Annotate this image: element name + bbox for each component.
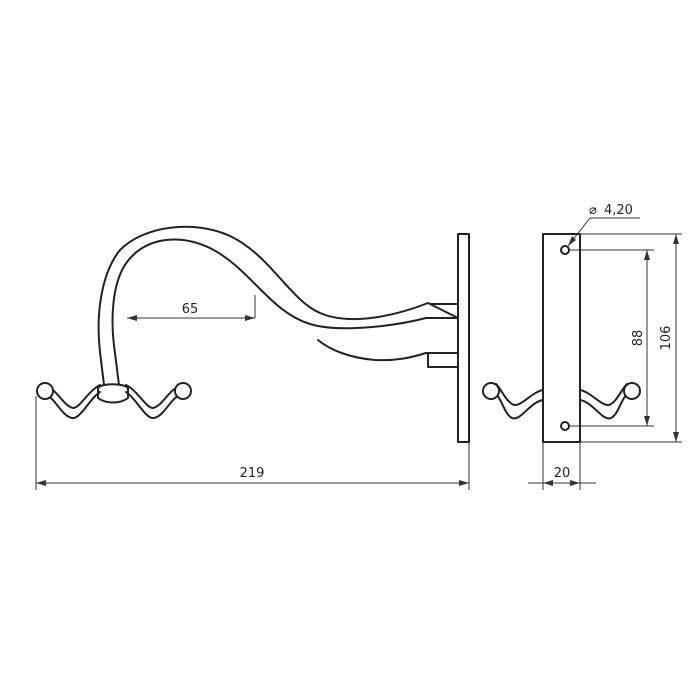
right-tine-inner: [125, 384, 177, 409]
dia-symbol: ⌀: [589, 203, 597, 218]
dim-88-arrow-top: [644, 250, 650, 260]
left-tine: [47, 391, 101, 420]
left-tine-inner: [49, 384, 101, 409]
front-left-tine: [493, 391, 544, 420]
front-right-tine: [579, 391, 630, 420]
dim-219-arrow-left: [36, 480, 46, 486]
dim-88-label: 88: [631, 330, 646, 347]
dim-106-label: 106: [659, 326, 674, 351]
dim-20-arrow-left: [543, 480, 553, 486]
hook-base: [97, 383, 129, 404]
front-wall-plate: [542, 233, 581, 443]
lower-boss: [427, 352, 459, 368]
front-view: ⌀ 4,20 88 106 20: [482, 203, 682, 490]
right-tine-ball: [174, 382, 192, 400]
front-right-tine-inner: [579, 383, 628, 406]
dim-219-label: 219: [240, 466, 265, 481]
dim-106-arrow-bottom: [673, 432, 679, 442]
hook-arm: [97, 225, 459, 386]
dim-106-arrow-top: [673, 234, 679, 244]
dim-20-label: 20: [554, 466, 571, 481]
lower-screw-hole: [560, 421, 570, 431]
side-view: 65 219: [35, 225, 470, 490]
front-right-tine-ball: [623, 382, 641, 400]
dim-65-arrow-right: [245, 315, 255, 321]
side-wall-plate: [457, 233, 470, 443]
dia-label: 4,20: [604, 203, 633, 218]
dia-leader-arrow: [568, 236, 576, 246]
dim-65-label: 65: [182, 302, 199, 317]
arm-lower-edge: [317, 339, 459, 362]
dim-65-arrow-left: [127, 315, 137, 321]
dim-88-arrow-bottom: [644, 416, 650, 426]
front-left-tine-inner: [495, 383, 544, 406]
front-left-tine-ball: [482, 382, 500, 400]
left-tine-ball: [36, 382, 54, 400]
dim-219-arrow-right: [459, 480, 469, 486]
upper-screw-hole: [560, 245, 570, 255]
dim-20-arrow-right: [570, 480, 580, 486]
right-tine: [125, 391, 179, 420]
